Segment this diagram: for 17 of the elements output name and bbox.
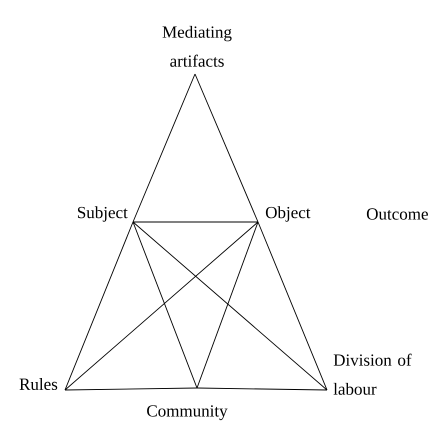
- line: [132, 222, 328, 390]
- line: [196, 388, 328, 390]
- line: [132, 74, 196, 222]
- line: [132, 222, 198, 388]
- vertex-label: Community: [147, 405, 228, 420]
- vertex-label: Object: [266, 206, 310, 222]
- vertex-label: Subject: [78, 206, 128, 222]
- vertex-label: Division of labour: [334, 354, 412, 395]
- line: [64, 222, 258, 390]
- line: [258, 222, 328, 390]
- text-label: Outcome: [366, 208, 428, 220]
- vertex-label: Mediating artifacts: [162, 26, 232, 67]
- line: [64, 388, 198, 390]
- line: [196, 222, 258, 388]
- line: [64, 222, 134, 390]
- vertex-label: Rules: [20, 378, 58, 390]
- line: [194, 74, 258, 222]
